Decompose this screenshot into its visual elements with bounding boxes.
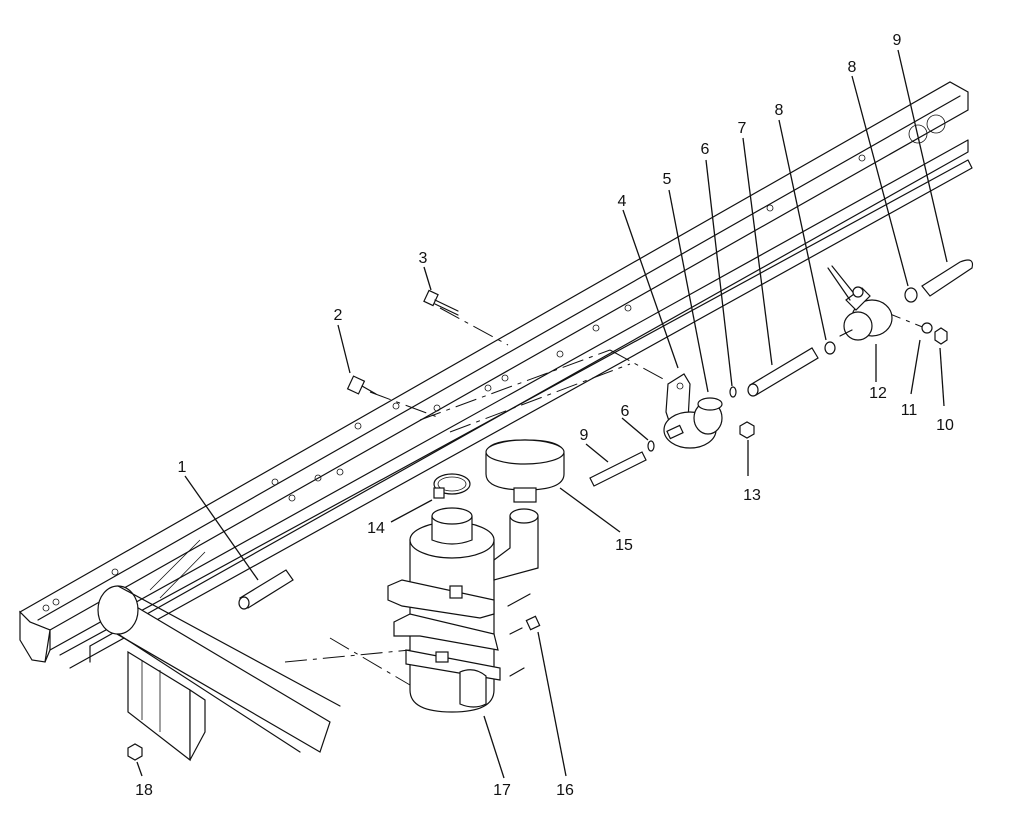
callout-1: 1 [178,459,187,476]
callout-4: 4 [618,193,627,210]
callout-9: 9 [893,32,902,49]
callout-6: 6 [701,141,710,158]
part-17-air-cleaner [387,507,541,713]
callout-18: 18 [135,782,153,799]
leader-lines [136,49,948,779]
callout-16: 16 [556,782,574,799]
assembly-lines [284,307,926,686]
callout-8: 8 [848,59,857,76]
part-6-clamp [647,386,737,452]
callout-11: 11 [901,402,918,419]
callout-5: 5 [663,171,672,188]
callout-17: 17 [493,782,511,799]
frame-rail [19,81,973,669]
part-8-clamp [824,287,918,355]
callout-2: 2 [334,307,343,324]
callout-10: 10 [936,417,954,434]
part-9-hose [589,259,974,487]
part-2-bolt [346,375,377,395]
callout-3: 3 [419,250,428,267]
callout-7: 7 [738,120,747,137]
part-4-5-fuel-pump [663,373,723,449]
callout-15: 15 [615,537,633,554]
callout-8: 8 [775,102,784,119]
callout-9: 9 [580,427,589,444]
callout-6: 6 [621,403,630,420]
part-14-hose-clamp [433,473,471,499]
part-15-cap [485,439,565,503]
part-7-hose [747,347,819,397]
part-12-pump [827,265,893,341]
part-1-tube [238,569,294,610]
nuts-and-washers [127,322,948,761]
callout-12: 12 [869,385,887,402]
callout-14: 14 [367,520,385,537]
callout-labels: 1 2 3 4 5 6 7 8 8 9 6 9 10 11 12 13 14 1… [135,32,954,799]
cross-member [97,585,341,762]
part-3-bolt [423,289,459,316]
callout-13: 13 [743,487,761,504]
